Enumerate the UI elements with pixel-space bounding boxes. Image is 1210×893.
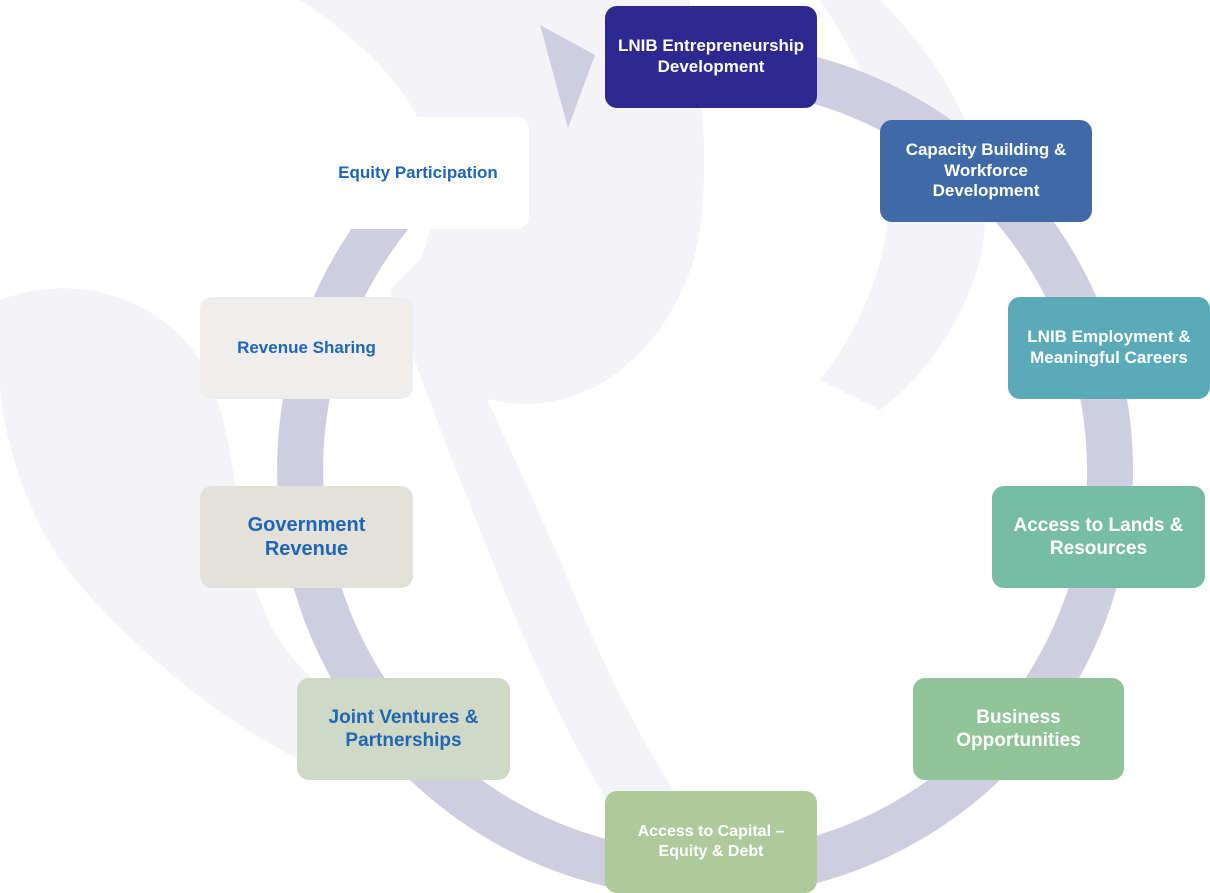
node-government-revenue: Government Revenue (200, 486, 413, 588)
node-label: Equity Participation (338, 162, 498, 182)
node-label: Business Opportunities (956, 706, 1081, 751)
node-revenue-sharing: Revenue Sharing (200, 297, 413, 399)
node-label: Access to Lands & Resources (1013, 514, 1184, 559)
node-label: LNIB Entrepreneurship Development (617, 36, 805, 76)
node-joint-ventures: Joint Ventures & Partnerships (297, 678, 510, 780)
node-label: LNIB Employment & Meaningful Careers (1027, 327, 1191, 367)
node-business-opportunities: Business Opportunities (913, 678, 1124, 780)
node-access-to-lands: Access to Lands & Resources (992, 486, 1205, 588)
node-label: Joint Ventures & Partnerships (328, 706, 479, 751)
node-equity-participation: Equity Participation (307, 117, 529, 229)
node-label: Capacity Building & Workforce Developmen… (905, 139, 1067, 201)
node-capacity-building: Capacity Building & Workforce Developmen… (880, 120, 1092, 222)
node-label: Revenue Sharing (237, 337, 376, 357)
node-label: Access to Capital – Equity & Debt (637, 823, 785, 860)
node-label: Government Revenue (247, 513, 366, 560)
node-lnib-employment: LNIB Employment & Meaningful Careers (1008, 297, 1210, 399)
node-lnib-entrepreneurship-development: LNIB Entrepreneurship Development (605, 6, 817, 108)
node-access-to-capital: Access to Capital – Equity & Debt (605, 791, 817, 893)
